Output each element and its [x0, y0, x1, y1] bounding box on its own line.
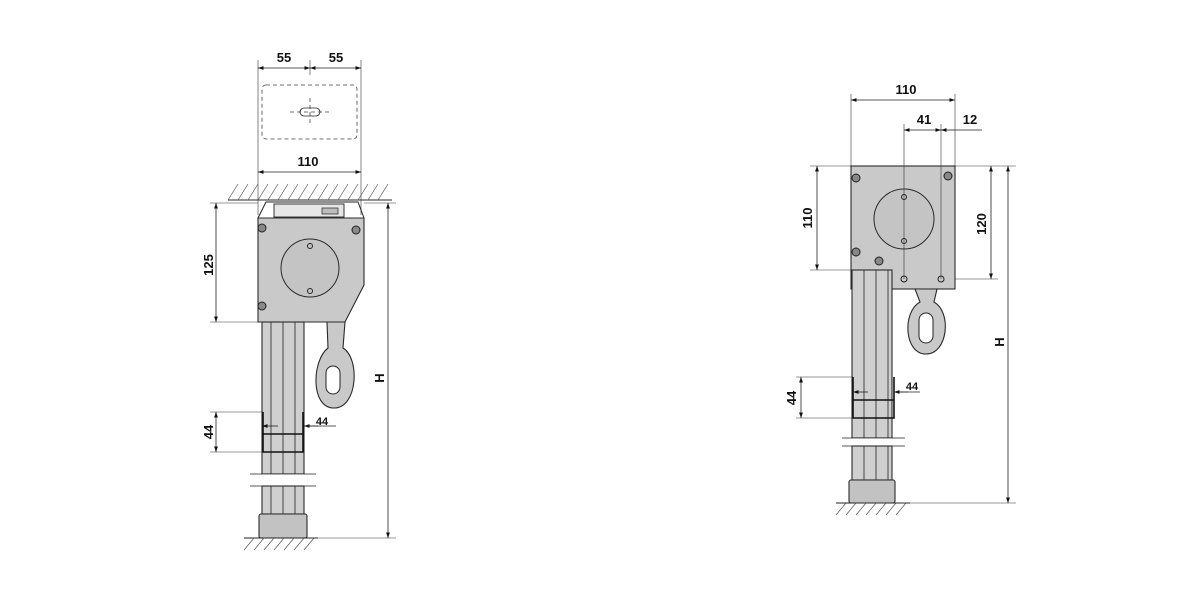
left-motor-head: [257, 217, 365, 323]
dim-left-top-110: 110: [298, 154, 319, 169]
left-crank-lever: [315, 321, 355, 409]
dim-left-125: 125: [201, 254, 216, 276]
screw-icon: [851, 171, 953, 266]
dim-right-110-vertical: 110: [800, 208, 815, 229]
right-motor-head: [850, 165, 956, 290]
left-dimension-lines: [210, 202, 396, 539]
dim-left-top-55b: 55: [329, 50, 343, 65]
right-view: 110 41 12 110 120 44 44 H: [784, 82, 1016, 516]
dim-right-44-vertical: 44: [784, 390, 799, 405]
dim-right-12: 12: [963, 112, 977, 127]
dim-left-44-horizontal: 44: [316, 416, 329, 428]
dim-right-44-horizontal: 44: [906, 381, 919, 393]
dim-left-H: H: [372, 373, 387, 382]
right-floor: [835, 502, 910, 516]
right-dimension-lines: [796, 94, 1016, 504]
left-footprint-plan: [257, 60, 362, 215]
dim-left-top-55a: 55: [277, 50, 291, 65]
dim-left-44-vertical: 44: [201, 424, 216, 439]
left-column: [250, 321, 316, 539]
right-crank-lever: [907, 288, 946, 355]
right-column: [842, 269, 905, 504]
left-view: 55 55 110: [201, 50, 396, 551]
dim-right-110-top: 110: [896, 82, 917, 97]
left-floor: [243, 537, 318, 551]
left-mount-bracket: [257, 201, 365, 219]
dim-right-41: 41: [917, 112, 931, 127]
screw-icon: [257, 223, 361, 311]
dim-right-120: 120: [974, 213, 989, 235]
left-ceiling: [227, 183, 392, 201]
dim-right-H: H: [992, 337, 1007, 346]
